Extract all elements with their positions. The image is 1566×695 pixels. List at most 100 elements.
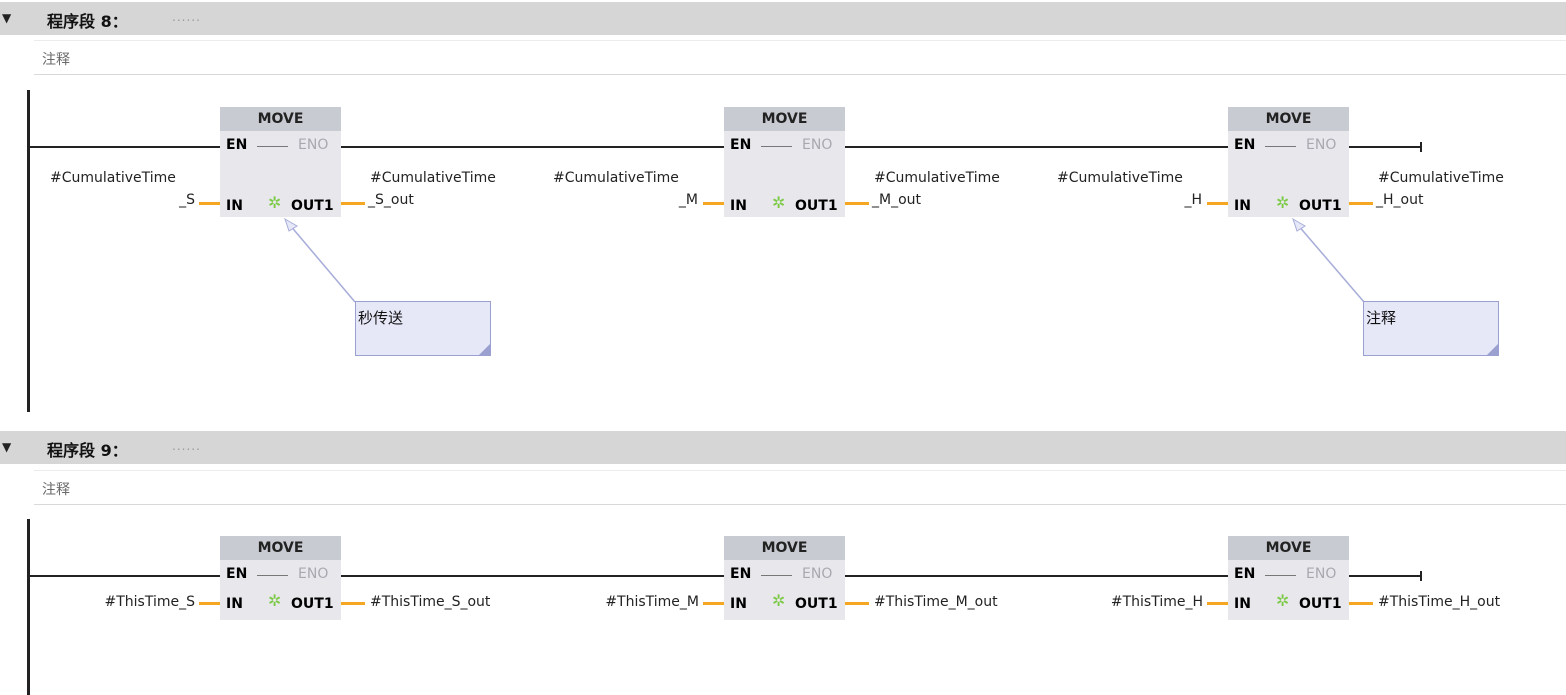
in-pin-wire bbox=[199, 602, 220, 605]
left-power-rail bbox=[27, 90, 30, 412]
out-pin[interactable]: OUT1 bbox=[1299, 198, 1342, 214]
move-block[interactable]: MOVE EN ENO IN ✲ OUT1 bbox=[220, 107, 341, 217]
segment-8-header[interactable]: ▼ 程序段 8： ...... bbox=[0, 2, 1566, 35]
in-pin-wire bbox=[703, 602, 724, 605]
collapse-triangle-icon[interactable]: ▼ bbox=[2, 440, 12, 454]
en-pin[interactable]: EN bbox=[226, 137, 248, 153]
segment-comment-field[interactable]: 注释 bbox=[34, 470, 1566, 505]
in-operand-label[interactable]: #CumulativeTime bbox=[553, 170, 679, 186]
in-operand-label[interactable]: #ThisTime_M bbox=[605, 594, 699, 610]
out-operand-label[interactable]: #ThisTime_H_out bbox=[1378, 594, 1501, 610]
in-operand-label-cont[interactable]: _H bbox=[1184, 192, 1202, 208]
in-operand-label-cont[interactable]: _S bbox=[179, 192, 195, 208]
move-block[interactable]: MOVE EN ENO IN ✲ OUT1 bbox=[1228, 536, 1349, 620]
resize-corner-icon[interactable] bbox=[1487, 344, 1498, 355]
sunburst-icon: ✲ bbox=[772, 193, 786, 212]
block-title: MOVE bbox=[220, 107, 341, 131]
out-operand-label[interactable]: #ThisTime_S_out bbox=[370, 594, 491, 610]
in-pin[interactable]: IN bbox=[730, 596, 747, 612]
en-pin[interactable]: EN bbox=[730, 137, 752, 153]
en-eno-link bbox=[761, 575, 792, 576]
segment-comment-text: 注释 bbox=[42, 482, 70, 498]
out-pin-wire bbox=[341, 602, 365, 605]
in-pin[interactable]: IN bbox=[1234, 198, 1251, 214]
out-pin[interactable]: OUT1 bbox=[291, 596, 334, 612]
out-pin-wire bbox=[845, 602, 869, 605]
in-operand-label[interactable]: #ThisTime_H bbox=[1110, 594, 1203, 610]
in-operand-label-cont[interactable]: _M bbox=[678, 192, 698, 208]
en-pin[interactable]: EN bbox=[1234, 566, 1256, 582]
segment-title-placeholder[interactable]: ...... bbox=[172, 10, 201, 24]
out-operand-label[interactable]: #ThisTime_M_out bbox=[874, 594, 998, 610]
power-wire bbox=[845, 146, 1228, 148]
segment-9-header[interactable]: ▼ 程序段 9： ...... bbox=[0, 431, 1566, 464]
en-pin[interactable]: EN bbox=[1234, 137, 1256, 153]
in-pin[interactable]: IN bbox=[1234, 596, 1251, 612]
out-operand-label[interactable]: #CumulativeTime bbox=[874, 170, 1000, 186]
eno-pin[interactable]: ENO bbox=[1306, 137, 1337, 153]
out-pin-wire bbox=[1349, 202, 1373, 205]
power-wire bbox=[30, 146, 220, 148]
block-comment-callout[interactable]: 秒传送 bbox=[355, 301, 491, 356]
in-pin-wire bbox=[703, 202, 724, 205]
move-block[interactable]: MOVE EN ENO IN ✲ OUT1 bbox=[724, 107, 845, 217]
out-pin-wire bbox=[341, 202, 365, 205]
power-wire bbox=[30, 575, 220, 577]
power-wire bbox=[341, 575, 724, 577]
power-wire bbox=[1349, 146, 1421, 148]
callout-text: 秒传送 bbox=[358, 309, 404, 327]
en-eno-link bbox=[1265, 575, 1296, 576]
out-operand-label-cont[interactable]: _H_out bbox=[1376, 192, 1424, 208]
in-pin[interactable]: IN bbox=[730, 198, 747, 214]
out-pin[interactable]: OUT1 bbox=[291, 198, 334, 214]
block-title: MOVE bbox=[220, 536, 341, 560]
in-operand-label[interactable]: #CumulativeTime bbox=[50, 170, 176, 186]
segment-title: 程序段 8： bbox=[47, 12, 128, 31]
in-pin[interactable]: IN bbox=[226, 198, 243, 214]
en-pin[interactable]: EN bbox=[730, 566, 752, 582]
en-pin[interactable]: EN bbox=[226, 566, 248, 582]
en-eno-link bbox=[257, 575, 288, 576]
left-power-rail bbox=[27, 519, 30, 695]
wire-end-terminal bbox=[1420, 571, 1422, 581]
out-pin[interactable]: OUT1 bbox=[795, 198, 838, 214]
in-pin-wire bbox=[199, 202, 220, 205]
en-eno-link bbox=[1265, 146, 1296, 147]
out-operand-label-cont[interactable]: _S_out bbox=[368, 192, 414, 208]
eno-pin[interactable]: ENO bbox=[298, 566, 329, 582]
out-pin-wire bbox=[1349, 602, 1373, 605]
segment-comment-field[interactable]: 注释 bbox=[34, 40, 1566, 75]
in-pin[interactable]: IN bbox=[226, 596, 243, 612]
block-title: MOVE bbox=[724, 107, 845, 131]
out-pin[interactable]: OUT1 bbox=[1299, 596, 1342, 612]
eno-pin[interactable]: ENO bbox=[802, 137, 833, 153]
power-wire bbox=[341, 146, 724, 148]
collapse-triangle-icon[interactable]: ▼ bbox=[2, 11, 12, 25]
en-eno-link bbox=[761, 146, 792, 147]
sunburst-icon: ✲ bbox=[1276, 193, 1290, 212]
segment-title-placeholder[interactable]: ...... bbox=[172, 439, 201, 453]
move-block[interactable]: MOVE EN ENO IN ✲ OUT1 bbox=[220, 536, 341, 620]
sunburst-icon: ✲ bbox=[1276, 591, 1290, 610]
block-title: MOVE bbox=[1228, 107, 1349, 131]
out-operand-label[interactable]: #CumulativeTime bbox=[370, 170, 496, 186]
out-operand-label[interactable]: #CumulativeTime bbox=[1378, 170, 1504, 186]
move-block[interactable]: MOVE EN ENO IN ✲ OUT1 bbox=[1228, 107, 1349, 217]
in-pin-wire bbox=[1207, 602, 1228, 605]
eno-pin[interactable]: ENO bbox=[802, 566, 833, 582]
power-wire bbox=[845, 575, 1228, 577]
segment-comment-text: 注释 bbox=[42, 52, 70, 68]
in-pin-wire bbox=[1207, 202, 1228, 205]
out-pin[interactable]: OUT1 bbox=[795, 596, 838, 612]
segment-title: 程序段 9： bbox=[47, 441, 128, 460]
in-operand-label[interactable]: #CumulativeTime bbox=[1057, 170, 1183, 186]
move-block[interactable]: MOVE EN ENO IN ✲ OUT1 bbox=[724, 536, 845, 620]
in-operand-label[interactable]: #ThisTime_S bbox=[104, 594, 196, 610]
eno-pin[interactable]: ENO bbox=[298, 137, 329, 153]
sunburst-icon: ✲ bbox=[268, 591, 282, 610]
block-comment-callout[interactable]: 注释 bbox=[1363, 301, 1499, 356]
resize-corner-icon[interactable] bbox=[479, 344, 490, 355]
eno-pin[interactable]: ENO bbox=[1306, 566, 1337, 582]
out-operand-label-cont[interactable]: _M_out bbox=[872, 192, 922, 208]
